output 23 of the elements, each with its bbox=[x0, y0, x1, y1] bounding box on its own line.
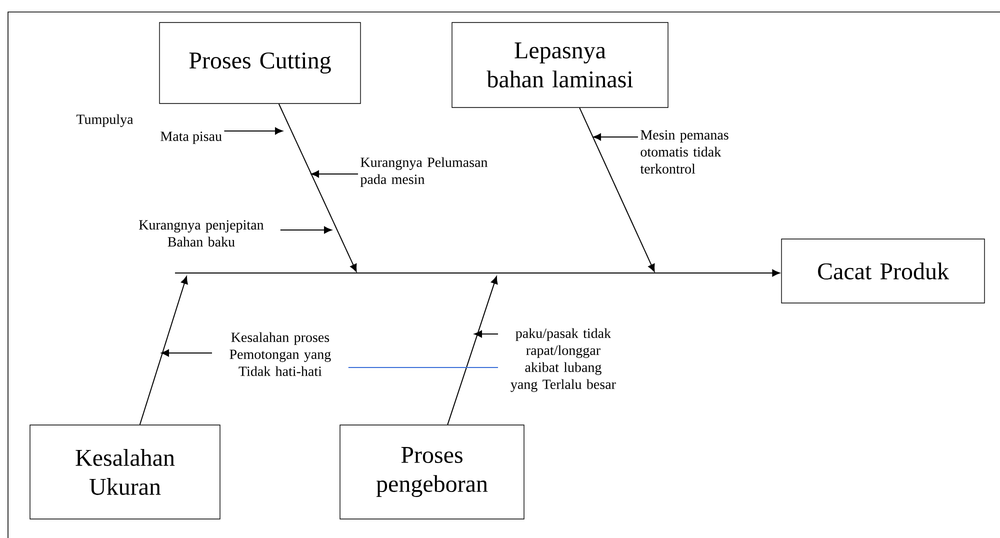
cause-arrow bbox=[311, 170, 358, 178]
cause-box: Proses pengeboran bbox=[340, 424, 524, 520]
double-line bbox=[348, 367, 498, 368]
bone-arrow bbox=[447, 276, 498, 426]
bone-arrow bbox=[278, 103, 357, 272]
cause-arrow bbox=[593, 133, 638, 141]
cause-arrow bbox=[474, 330, 498, 338]
cause-box: Lepasnya bahan laminasi bbox=[452, 22, 668, 108]
bone-arrow bbox=[579, 107, 655, 272]
cause-box: Kesalahan Ukuran bbox=[30, 424, 220, 520]
cause-arrow bbox=[161, 349, 212, 357]
cause-text: Tumpulya Mata pisau bbox=[76, 114, 222, 144]
cause-box: Cacat Produk bbox=[781, 238, 985, 304]
cause-arrow bbox=[224, 127, 283, 135]
cause-text: Kurangnya penjepitan Bahan baku bbox=[139, 220, 264, 247]
cause-box: Proses Cutting bbox=[159, 22, 361, 104]
spine-arrow bbox=[174, 269, 780, 277]
bone-arrow bbox=[139, 276, 188, 426]
cause-arrow bbox=[280, 226, 332, 234]
cause-text: Kurangnya Pelumasan pada mesin bbox=[360, 157, 488, 187]
cause-text: Kesalahan proses Pemotongan yang Tidak hati-hati bbox=[230, 332, 331, 376]
cause-text: paku/pasak tidak rapat/longgar akibat lubang yang Terlalu besar bbox=[510, 328, 616, 392]
cause-text: Mesin pemanas otomatis tidak terkontrol bbox=[640, 130, 728, 174]
